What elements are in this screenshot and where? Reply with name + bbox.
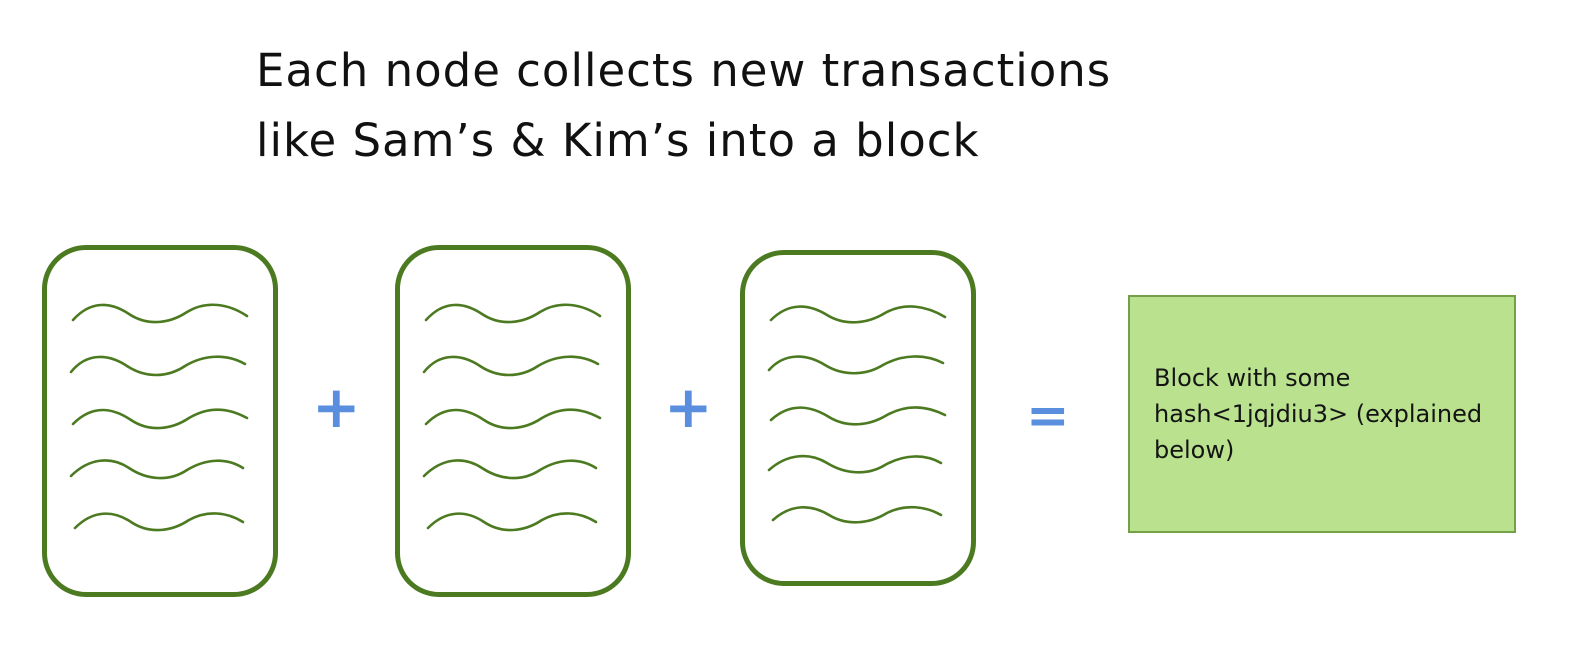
transaction-card-2	[395, 245, 631, 597]
plus-operator-2: +	[664, 373, 713, 441]
diagram-title: Each node collects new transactions like…	[256, 36, 1111, 176]
plus-operator-1: +	[312, 373, 361, 441]
wavy-lines-icon	[767, 305, 947, 524]
result-block-text: Block with some hash<1jqjdiu3> (explaine…	[1154, 364, 1483, 464]
wavy-lines-icon	[422, 303, 602, 532]
title-line-1: Each node collects new transactions	[256, 44, 1112, 97]
title-line-2: like Sam’s & Kim’s into a block	[256, 113, 980, 167]
equals-operator: =	[1026, 386, 1071, 446]
result-block: Block with some hash<1jqjdiu3> (explaine…	[1128, 295, 1516, 533]
transaction-card-1	[42, 245, 278, 597]
transaction-card-3	[740, 250, 976, 586]
wavy-lines-icon	[69, 303, 249, 532]
